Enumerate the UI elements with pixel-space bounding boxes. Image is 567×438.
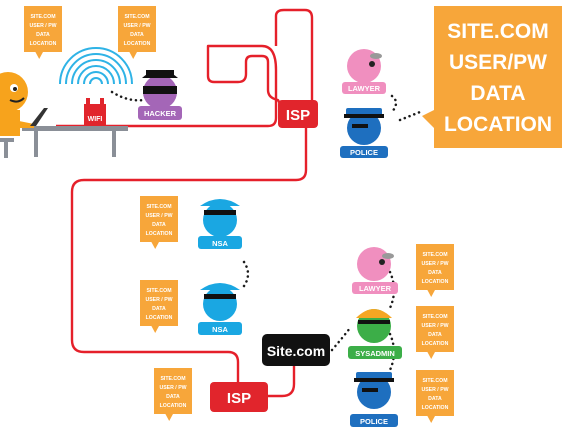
lawyer-top-figure: LAWYER <box>342 49 386 94</box>
speech-bubble-shape <box>416 306 454 359</box>
bubble-line-1: SITE.COM <box>422 252 447 258</box>
data-bubble-lawyer-bottom: SITE.COM USER / PW DATA LOCATION <box>416 244 454 297</box>
nsa-1-label: NSA <box>212 239 228 248</box>
speech-bubble-shape <box>24 6 62 59</box>
bubble-line-4: LOCATION <box>422 341 449 347</box>
bubble-line-4: LOCATION <box>146 315 173 321</box>
bubble-line-4: LOCATION <box>146 231 173 237</box>
bubble-line-4: LOCATION <box>30 41 57 47</box>
data-bubble-user: SITE.COM USER / PW DATA LOCATION <box>24 6 62 59</box>
bubble-line-2: USER / PW <box>29 23 56 29</box>
user-head <box>0 72 28 112</box>
data-route-line-down <box>70 128 308 382</box>
lawyer-bottom-figure: LAWYER <box>352 247 398 294</box>
data-bubble-isp-bottom: SITE.COM USER / PW DATA LOCATION <box>154 368 192 421</box>
isp-top-box: ISP <box>278 100 318 128</box>
isp-bottom-box: ISP <box>210 382 268 412</box>
isp-top-label: ISP <box>286 107 310 124</box>
police-bottom-label: POLICE <box>360 417 388 426</box>
speech-bubble-shape <box>154 368 192 421</box>
site-box: Site.com <box>262 334 330 366</box>
sysadmin-figure: SYSADMIN <box>348 309 402 359</box>
isp-bottom-label: ISP <box>227 390 251 407</box>
police-top-figure: POLICE <box>340 108 388 158</box>
nsa-2-label: NSA <box>212 325 228 334</box>
data-route-line-top <box>274 8 314 100</box>
lawyer-bottom-label: LAWYER <box>359 284 392 293</box>
bubble-line-4: LOCATION <box>124 41 151 47</box>
bubble-line-3: DATA <box>428 270 442 276</box>
speech-bubble-shape <box>416 244 454 297</box>
hacker-figure: HACKER <box>138 70 182 120</box>
wifi-router: WIFI <box>59 47 133 126</box>
hacker-label: HACKER <box>144 109 177 118</box>
big-bubble-line-3: DATA <box>470 82 525 105</box>
data-bubble-hacker: SITE.COM USER / PW DATA LOCATION <box>118 6 156 59</box>
big-bubble-line-1: SITE.COM <box>447 20 549 43</box>
data-bubble-sysadmin: SITE.COM USER / PW DATA LOCATION <box>416 306 454 359</box>
bubble-line-1: SITE.COM <box>422 378 447 384</box>
bubble-line-3: DATA <box>152 222 166 228</box>
bubble-line-2: USER / PW <box>421 387 448 393</box>
bubble-line-1: SITE.COM <box>146 288 171 294</box>
bubble-line-1: SITE.COM <box>124 14 149 20</box>
bubble-line-4: LOCATION <box>422 405 449 411</box>
bubble-line-2: USER / PW <box>421 323 448 329</box>
bubble-line-2: USER / PW <box>145 213 172 219</box>
police-top-label: POLICE <box>350 148 378 157</box>
dotted-connectors <box>110 90 422 372</box>
data-bubble-police-bottom: SITE.COM USER / PW DATA LOCATION <box>416 370 454 423</box>
user-figure <box>0 72 128 158</box>
desk <box>22 126 128 131</box>
wifi-label: WIFI <box>88 116 103 123</box>
bubble-line-1: SITE.COM <box>146 204 171 210</box>
bubble-line-3: DATA <box>152 306 166 312</box>
data-route-line <box>56 44 282 128</box>
bubble-line-4: LOCATION <box>160 403 187 409</box>
nsa-figure-1: NSA <box>198 199 242 249</box>
bubble-line-3: DATA <box>428 332 442 338</box>
speech-bubble-shape <box>140 280 178 333</box>
bubble-line-3: DATA <box>428 396 442 402</box>
lawyer-top-label: LAWYER <box>348 84 381 93</box>
sysadmin-label: SYSADMIN <box>355 349 395 358</box>
bubble-line-3: DATA <box>130 32 144 38</box>
big-bubble-line-4: LOCATION <box>444 113 552 136</box>
laptop-icon <box>30 108 48 126</box>
big-data-bubble: SITE.COM USER/PW DATA LOCATION <box>422 6 562 148</box>
speech-bubble-shape <box>118 6 156 59</box>
big-bubble-line-2: USER/PW <box>449 51 547 74</box>
bubble-line-1: SITE.COM <box>160 376 185 382</box>
bubble-line-2: USER / PW <box>123 23 150 29</box>
data-bubble-nsa-1: SITE.COM USER / PW DATA LOCATION <box>140 196 178 249</box>
police-bottom-figure: POLICE <box>350 372 398 427</box>
nsa-figure-2: NSA <box>198 283 242 335</box>
speech-bubble-shape <box>140 196 178 249</box>
bubble-line-1: SITE.COM <box>30 14 55 20</box>
bubble-line-2: USER / PW <box>421 261 448 267</box>
bubble-line-3: DATA <box>166 394 180 400</box>
bubble-line-2: USER / PW <box>145 297 172 303</box>
bubble-line-1: SITE.COM <box>422 314 447 320</box>
wifi-icon <box>59 47 133 85</box>
data-route-line-site <box>268 364 296 398</box>
bubble-line-3: DATA <box>36 32 50 38</box>
data-bubble-nsa-2: SITE.COM USER / PW DATA LOCATION <box>140 280 178 333</box>
bubble-line-2: USER / PW <box>159 385 186 391</box>
speech-bubble-shape <box>416 370 454 423</box>
site-label: Site.com <box>267 343 325 359</box>
bubble-line-4: LOCATION <box>422 279 449 285</box>
